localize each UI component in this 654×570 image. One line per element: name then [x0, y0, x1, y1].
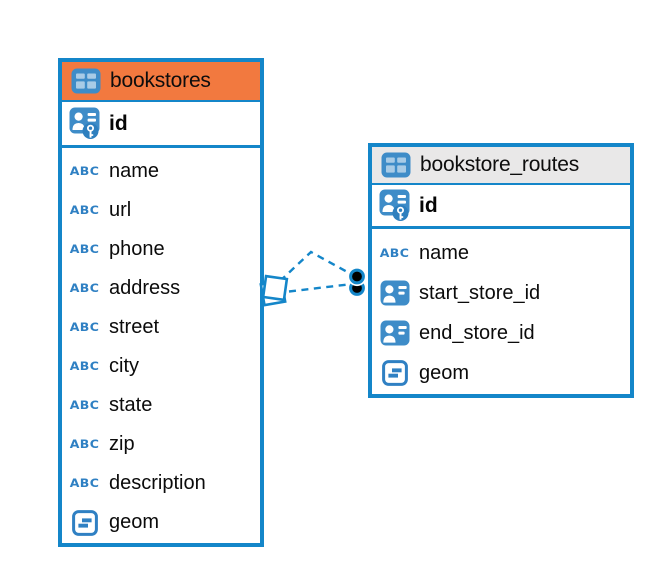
text-type-icon: ABC	[69, 163, 100, 178]
field-label: city	[109, 355, 139, 377]
relationship-line-end-store[interactable]	[288, 283, 349, 293]
table-grid-icon	[70, 68, 101, 94]
field-row-geom[interactable]: geom	[62, 503, 260, 542]
relationship-target-marker[interactable]	[347, 266, 367, 296]
field-row-city[interactable]: ABC city	[62, 347, 260, 386]
field-row-description[interactable]: ABC description	[62, 464, 260, 503]
user-card-icon	[379, 280, 410, 306]
field-row-street[interactable]: ABC street	[62, 308, 260, 347]
field-row-name[interactable]: ABC name	[62, 152, 260, 191]
table-title: bookstore_routes	[420, 153, 580, 176]
field-label: description	[109, 472, 206, 494]
field-label: state	[109, 394, 153, 416]
primary-key-row-id[interactable]: id	[372, 185, 630, 229]
field-row-phone[interactable]: ABC phone	[62, 230, 260, 269]
text-type-icon: ABC	[69, 397, 100, 412]
text-type-icon: ABC	[69, 475, 100, 490]
text-type-icon: ABC	[69, 319, 100, 334]
text-type-icon: ABC	[69, 358, 100, 373]
field-label: geom	[419, 361, 470, 384]
primary-key-label: id	[109, 111, 128, 135]
table-grid-icon	[380, 152, 411, 178]
table-bookstore-routes[interactable]: bookstore_routes id ABC	[368, 143, 634, 398]
text-type-icon: ABC	[69, 280, 100, 295]
user-key-icon	[379, 189, 410, 222]
field-row-url[interactable]: ABC url	[62, 191, 260, 230]
table-bookstores-fields: ABC name ABC url ABC phone ABC address A…	[62, 148, 260, 542]
field-label: geom	[109, 511, 160, 533]
field-row-geom[interactable]: geom	[372, 353, 630, 393]
table-bookstores[interactable]: bookstores id ABC	[58, 58, 264, 547]
text-type-icon: ABC	[69, 436, 100, 451]
text-type-icon: ABC	[69, 241, 100, 256]
field-label: url	[109, 199, 132, 221]
field-label: address	[109, 277, 181, 299]
field-row-start-store-id[interactable]: start_store_id	[372, 273, 630, 313]
field-row-state[interactable]: ABC state	[62, 386, 260, 425]
field-row-address[interactable]: ABC address	[62, 269, 260, 308]
geometry-type-icon	[69, 509, 100, 536]
table-title: bookstores	[110, 69, 211, 92]
text-type-icon: ABC	[379, 245, 410, 260]
field-row-zip[interactable]: ABC zip	[62, 425, 260, 464]
field-label: name	[419, 241, 470, 264]
field-label: start_store_id	[419, 281, 541, 304]
user-card-icon	[379, 320, 410, 346]
table-bookstore-routes-header[interactable]: bookstore_routes	[372, 147, 630, 185]
field-label: name	[109, 160, 160, 182]
text-type-icon: ABC	[69, 202, 100, 217]
primary-key-row-id[interactable]: id	[62, 102, 260, 148]
primary-key-label: id	[419, 193, 438, 217]
table-bookstore-routes-fields: ABC name start_store_id	[372, 229, 630, 393]
field-label: phone	[109, 238, 165, 260]
field-label: street	[109, 316, 160, 338]
table-bookstores-header[interactable]: bookstores	[62, 62, 260, 102]
relationship-source-marker[interactable]	[259, 274, 289, 307]
geometry-type-icon	[379, 360, 410, 386]
field-row-name[interactable]: ABC name	[372, 233, 630, 273]
field-row-end-store-id[interactable]: end_store_id	[372, 313, 630, 353]
field-label: zip	[109, 433, 135, 455]
relationship-line-start-store[interactable]	[279, 250, 351, 282]
field-label: end_store_id	[419, 321, 535, 344]
user-key-icon	[69, 107, 100, 140]
